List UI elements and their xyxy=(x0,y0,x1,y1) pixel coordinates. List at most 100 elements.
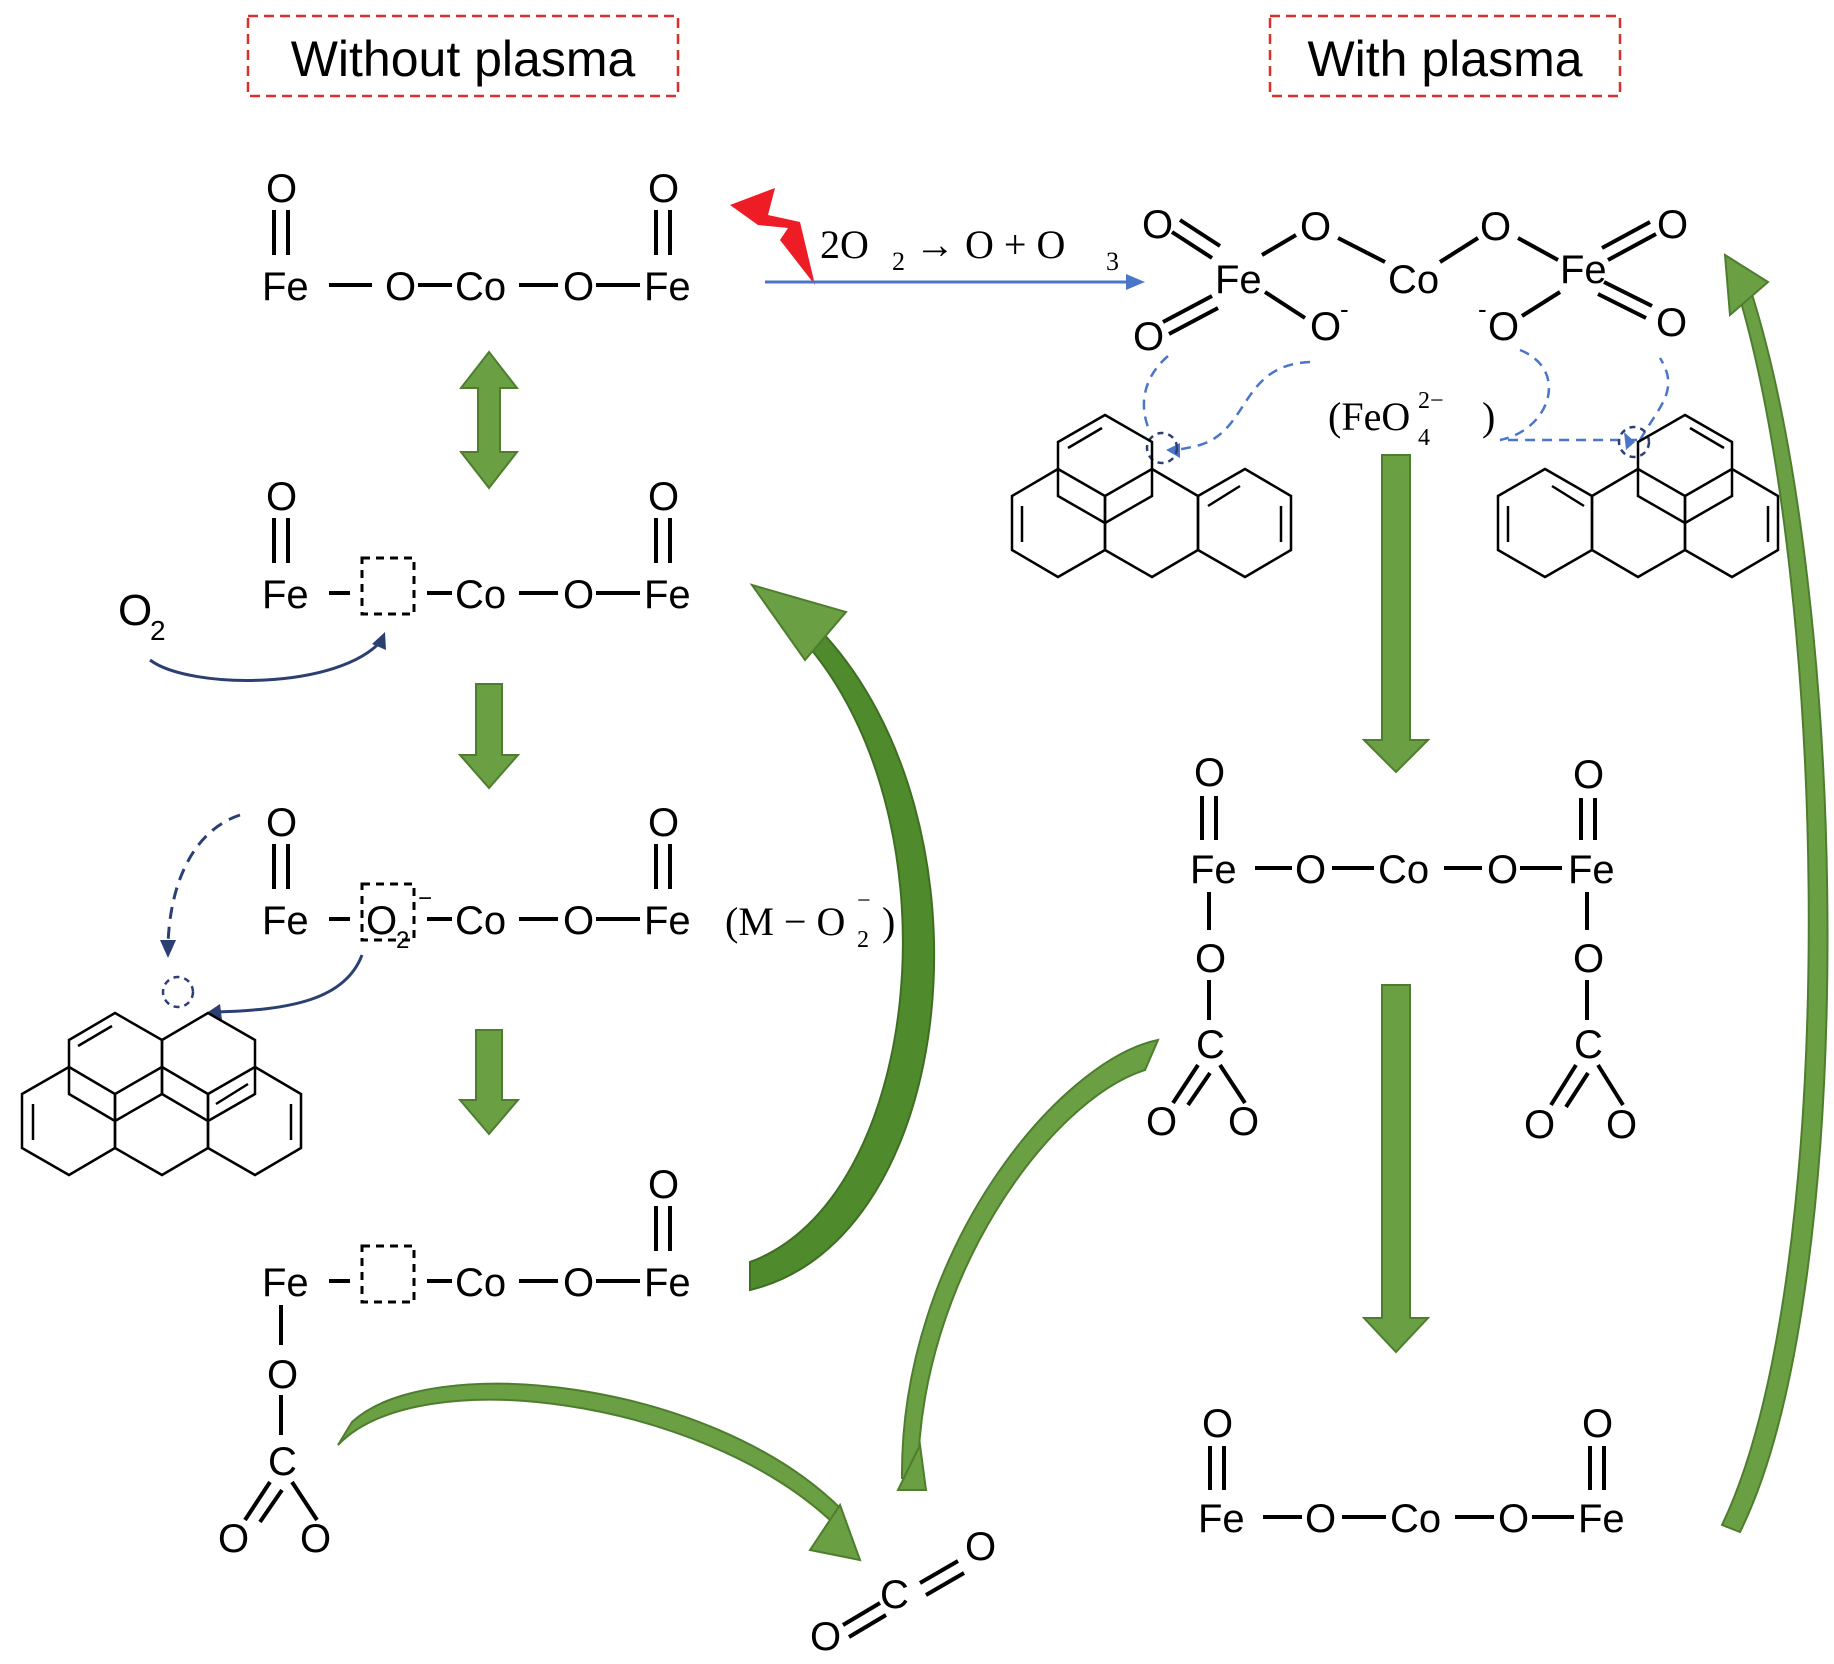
svg-text:O: O xyxy=(648,801,679,845)
svg-text:O: O xyxy=(1228,1100,1259,1144)
svg-text:O: O xyxy=(1498,1497,1529,1541)
structure-right-final: Fe O Co O Fe O O xyxy=(1198,1402,1625,1541)
structure-left-1: Fe O Co O Fe O O xyxy=(262,167,691,309)
svg-text:O: O xyxy=(267,1353,298,1397)
structure-right-carbonate: Fe O Co O Fe O O O C O O O C O O xyxy=(1146,751,1637,1147)
svg-text:(FeO: (FeO xyxy=(1328,394,1410,439)
svg-text:2: 2 xyxy=(892,247,905,276)
release-arrow-left xyxy=(337,1382,862,1562)
svg-text:−: − xyxy=(418,885,432,912)
svg-text:Fe: Fe xyxy=(1568,848,1615,892)
svg-text:Fe: Fe xyxy=(1215,258,1262,302)
svg-text:O: O xyxy=(118,586,152,635)
svg-text:O: O xyxy=(266,801,297,845)
svg-text:O: O xyxy=(300,1517,331,1561)
svg-text:Fe: Fe xyxy=(644,573,691,617)
svg-text:(M − O: (M − O xyxy=(725,899,845,944)
svg-text:Fe: Fe xyxy=(262,265,309,309)
svg-text:O: O xyxy=(266,167,297,211)
svg-text:): ) xyxy=(1482,394,1495,439)
svg-text:O: O xyxy=(563,899,594,943)
svg-text:O: O xyxy=(1305,1497,1336,1541)
svg-text:2: 2 xyxy=(150,615,166,646)
svg-text:Fe: Fe xyxy=(1190,848,1237,892)
svg-text:Fe: Fe xyxy=(1198,1497,1245,1541)
feo4-label: (FeO 4 2− ) xyxy=(1328,388,1495,451)
o2-molecule-label: O 2 xyxy=(118,586,166,646)
svg-text:C: C xyxy=(1196,1023,1225,1067)
svg-text:→ O + O: → O + O xyxy=(905,222,1065,267)
svg-text:C: C xyxy=(880,1573,909,1617)
heading-without-plasma: Without plasma xyxy=(246,14,680,98)
svg-text:Co: Co xyxy=(455,899,506,943)
structure-left-4: Fe Co O Fe O O C O O xyxy=(218,1163,691,1561)
down-arrow-left-1 xyxy=(457,683,521,790)
svg-text:O: O xyxy=(1487,848,1518,892)
svg-text:O: O xyxy=(1582,1402,1613,1446)
svg-text:Fe: Fe xyxy=(644,899,691,943)
svg-text:O: O xyxy=(563,265,594,309)
svg-text:O: O xyxy=(1573,937,1604,981)
svg-text:Co: Co xyxy=(455,1261,506,1305)
svg-text:2: 2 xyxy=(857,927,869,953)
svg-text:O: O xyxy=(1300,205,1331,249)
double-arrow-left xyxy=(458,350,520,490)
svg-text:O: O xyxy=(965,1525,996,1569)
svg-text:O: O xyxy=(218,1517,249,1561)
cycle-arrow-left xyxy=(749,583,936,1292)
svg-text:O: O xyxy=(648,475,679,519)
svg-text:Fe: Fe xyxy=(1560,248,1607,292)
pah-molecule-left xyxy=(20,1011,303,1177)
svg-text:O: O xyxy=(563,1261,594,1305)
structure-left-3: Fe O 2 − Co O Fe O O xyxy=(262,801,691,954)
down-arrow-right-2 xyxy=(1361,984,1431,1354)
svg-text:Fe: Fe xyxy=(1578,1497,1625,1541)
down-arrow-left-2 xyxy=(457,1029,521,1136)
lightning-icon xyxy=(730,188,815,285)
svg-text:O: O xyxy=(1142,203,1173,247)
svg-text:-: - xyxy=(1478,294,1487,324)
svg-text:Co: Co xyxy=(1378,848,1429,892)
svg-text:Fe: Fe xyxy=(644,1261,691,1305)
m-o2-label: (M − O 2 − ) xyxy=(725,888,895,953)
release-arrow-right xyxy=(896,1038,1160,1491)
svg-text:O: O xyxy=(810,1615,841,1659)
heading-with-plasma: With plasma xyxy=(1268,14,1622,98)
svg-text:O: O xyxy=(1202,1402,1233,1446)
svg-text:O: O xyxy=(1657,203,1688,247)
svg-text:2: 2 xyxy=(396,927,409,954)
svg-text:Co: Co xyxy=(455,573,506,617)
svg-text:O: O xyxy=(1146,1100,1177,1144)
down-arrow-right-1 xyxy=(1361,454,1431,774)
svg-text:O: O xyxy=(1133,315,1164,359)
heading-right-text: With plasma xyxy=(1307,31,1582,87)
svg-text:O: O xyxy=(1606,1103,1637,1147)
svg-text:O: O xyxy=(1488,305,1519,349)
svg-text:-: - xyxy=(1340,294,1349,324)
svg-text:Fe: Fe xyxy=(262,1261,309,1305)
svg-text:O: O xyxy=(1295,848,1326,892)
structure-right-feo4: O Fe O Co O Fe O O O - - O O xyxy=(1133,203,1688,359)
plasma-reaction: 2O 2 → O + O 3 xyxy=(765,222,1145,290)
svg-text:Fe: Fe xyxy=(262,573,309,617)
svg-text:C: C xyxy=(1574,1023,1603,1067)
svg-text:Fe: Fe xyxy=(262,899,309,943)
svg-text:Co: Co xyxy=(1390,1497,1441,1541)
svg-text:): ) xyxy=(882,899,895,944)
structure-left-2: Fe Co O Fe O O xyxy=(262,475,691,617)
cycle-arrow-right xyxy=(1720,253,1829,1534)
svg-text:O: O xyxy=(648,167,679,211)
svg-text:−: − xyxy=(857,888,871,914)
svg-text:Fe: Fe xyxy=(644,265,691,309)
svg-text:O: O xyxy=(1656,301,1687,345)
pah-molecule-right-b xyxy=(1496,413,1780,579)
svg-text:O: O xyxy=(563,573,594,617)
svg-text:O: O xyxy=(1310,305,1341,349)
svg-text:C: C xyxy=(268,1440,297,1484)
svg-text:O: O xyxy=(1480,205,1511,249)
svg-text:O: O xyxy=(1573,753,1604,797)
svg-text:O: O xyxy=(385,265,416,309)
svg-text:Co: Co xyxy=(455,265,506,309)
attack-arrows-left xyxy=(160,813,364,1020)
